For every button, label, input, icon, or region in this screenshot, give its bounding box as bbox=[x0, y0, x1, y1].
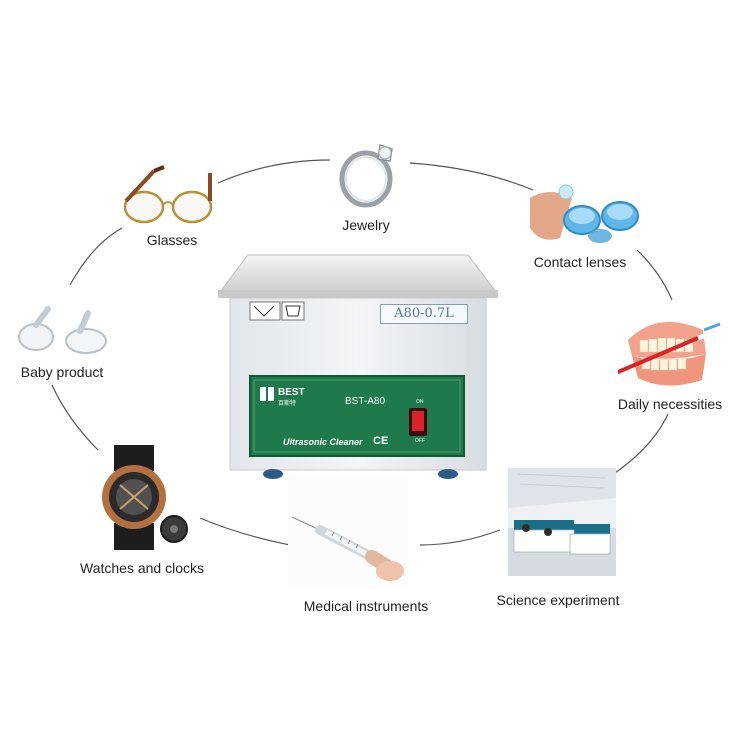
certification-icons bbox=[249, 301, 305, 321]
denture-model-icon bbox=[618, 322, 723, 386]
brand-subtitle: 百斯特 bbox=[278, 401, 297, 407]
arc-medical-watches bbox=[199, 517, 291, 546]
science-experiment-label: Science experiment bbox=[496, 592, 620, 608]
arc-glasses-jewelry bbox=[217, 159, 331, 184]
daily-necessities-label: Daily necessities bbox=[617, 396, 723, 412]
contact-lenses-label: Contact lenses bbox=[533, 254, 627, 270]
ultrasonic-cleaner-device bbox=[218, 254, 498, 479]
medical-instruments-label: Medical instruments bbox=[303, 598, 429, 614]
glasses-label: Glasses bbox=[146, 232, 198, 248]
brand-name: BEST bbox=[278, 387, 305, 398]
syringe-icon bbox=[288, 475, 408, 590]
arc-daily-science bbox=[611, 413, 669, 476]
capacity-label: A80-0.7L bbox=[380, 304, 468, 324]
ring-icon bbox=[339, 144, 393, 208]
product-name: Ultrasonic Cleaner bbox=[283, 437, 363, 447]
baby-product-label: Baby product bbox=[20, 364, 104, 380]
eyeglasses-icon bbox=[123, 165, 213, 224]
arc-watches-baby bbox=[51, 384, 99, 451]
arc-lenses-daily bbox=[636, 249, 673, 301]
wristwatch-icon bbox=[102, 445, 188, 550]
contact-lens-case-icon bbox=[530, 184, 639, 243]
ce-mark: CE bbox=[373, 435, 389, 447]
arc-jewelry-lenses bbox=[409, 162, 534, 191]
jewelry-label: Jewelry bbox=[342, 217, 390, 233]
watches-label: Watches and clocks bbox=[80, 560, 204, 576]
arc-baby-glasses bbox=[69, 227, 123, 286]
switch-on-label: ON bbox=[416, 399, 424, 405]
brand-logo-icon bbox=[260, 387, 274, 401]
arc-science-medical bbox=[419, 529, 501, 546]
switch-off-label: OFF bbox=[415, 438, 425, 444]
laboratory-icon bbox=[508, 468, 616, 576]
pacifier-icon bbox=[18, 306, 107, 354]
control-panel bbox=[249, 375, 465, 457]
model-label: BST-A80 bbox=[345, 396, 386, 407]
